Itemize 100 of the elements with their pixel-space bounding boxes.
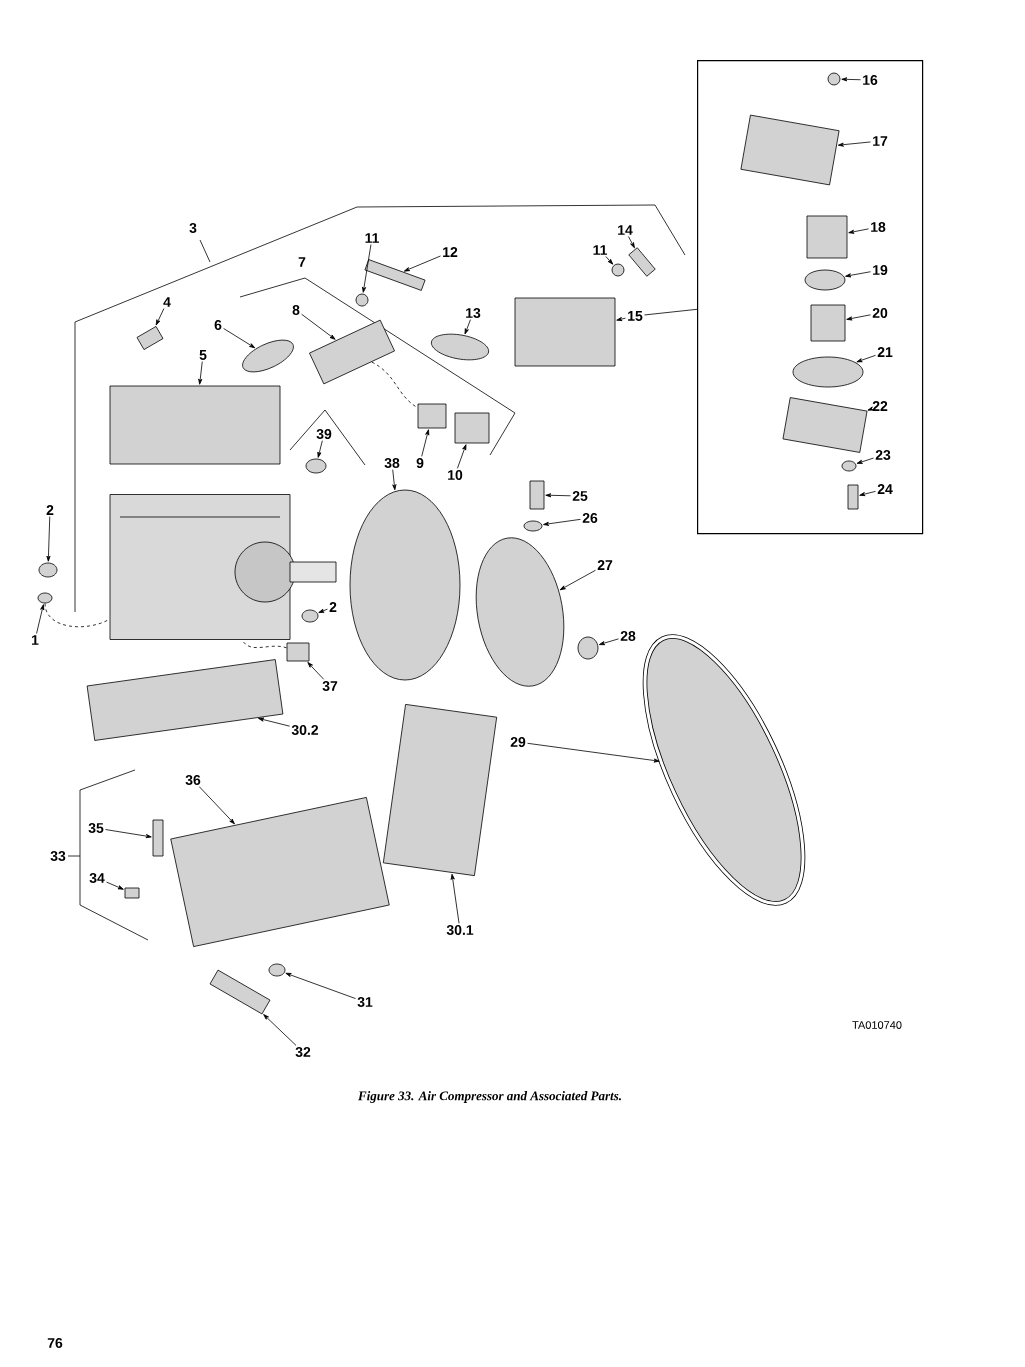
leader-arrow <box>362 244 372 293</box>
washer-drawing <box>268 963 286 977</box>
elbow-drawing <box>309 319 395 385</box>
compressor-drawing <box>109 494 337 640</box>
leader-arrow <box>837 141 871 147</box>
washer-drawing <box>523 520 543 532</box>
nut-drawing <box>454 412 490 444</box>
leader-arrow <box>46 516 51 562</box>
leader-arrow <box>628 236 635 249</box>
leader-arrow <box>450 873 460 924</box>
leader-arrow <box>155 308 165 326</box>
callout-number: 21 <box>877 347 893 357</box>
leader-arrow <box>845 271 871 278</box>
leader-arrow <box>36 604 45 634</box>
leader-arrow <box>605 256 614 265</box>
flange-drawing <box>475 537 565 687</box>
leader-arrow <box>285 972 356 999</box>
leader-arrow <box>856 354 876 363</box>
leader-arrow <box>307 662 325 680</box>
callout-number: 8 <box>292 305 300 315</box>
callout-number: 16 <box>863 75 878 85</box>
callout-number: 25 <box>572 491 588 501</box>
nut-drawing <box>301 609 319 623</box>
callout-number: 17 <box>873 136 888 146</box>
leader-arrow <box>457 444 467 469</box>
callout-number: 30.2 <box>291 725 319 735</box>
gasket-drawing <box>382 704 498 877</box>
leader-arrow <box>616 317 626 321</box>
gasket-drawing <box>792 356 864 388</box>
leader-arrow <box>317 440 323 458</box>
washer-drawing <box>841 460 857 472</box>
spring-drawing <box>810 304 846 342</box>
leader-arrow <box>223 328 256 349</box>
callout-number: 18 <box>871 222 886 232</box>
bolt-drawing <box>847 484 859 510</box>
leader-arrow <box>301 313 336 340</box>
callout-number: 37 <box>322 681 338 691</box>
drawing-number: TA010740 <box>852 1021 902 1029</box>
callout-number: 35 <box>88 823 104 833</box>
callout-number: 30.1 <box>446 925 474 935</box>
gasket-drawing <box>242 339 294 373</box>
leader-arrow <box>559 569 596 591</box>
cylinder-head-drawing <box>109 385 281 465</box>
bolt-drawing <box>628 247 656 277</box>
callout-number: 29 <box>510 737 526 747</box>
flange-drawing <box>782 397 868 453</box>
bolt-drawing <box>529 480 545 510</box>
nut-drawing <box>38 562 58 578</box>
mounting-base-drawing <box>170 797 390 947</box>
page-number: 76 <box>47 1338 63 1348</box>
leader-arrow <box>856 457 874 464</box>
leader-arrow <box>403 255 441 272</box>
callout-number: 13 <box>466 308 481 318</box>
callout-number: 31 <box>357 997 373 1007</box>
callout-number: 4 <box>163 297 171 307</box>
callout-number: 14 <box>618 225 633 235</box>
callout-number: 32 <box>295 1047 311 1057</box>
bolt-drawing <box>209 969 271 1015</box>
callout-number: 23 <box>875 450 891 460</box>
callout-number: 28 <box>620 631 636 641</box>
callout-number: 3 <box>189 223 197 233</box>
housing-drawing <box>514 297 616 367</box>
leader-arrow <box>106 881 124 890</box>
callout-number: 7 <box>298 257 306 267</box>
leader-arrow <box>848 228 869 234</box>
leader-arrow <box>859 491 876 497</box>
parts-box <box>697 60 924 535</box>
callout-number: 15 <box>628 311 643 321</box>
bolt-drawing <box>364 259 426 291</box>
bushing-drawing <box>417 403 447 429</box>
leader-arrow <box>392 469 397 491</box>
washer-drawing <box>37 592 53 604</box>
dashed-line <box>241 639 287 649</box>
leader-arrow <box>527 742 660 763</box>
callout-number: 1 <box>32 635 39 645</box>
leader-arrow <box>198 361 203 385</box>
gasket-drawing <box>431 333 489 361</box>
caption: Figure 33. Air Compressor and Associated Parts. <box>358 1091 621 1103</box>
housing-drawing <box>740 114 840 186</box>
callout-number: 19 <box>873 265 888 275</box>
callout-number: 2 <box>329 602 337 612</box>
callout-number: 12 <box>443 247 458 257</box>
key-drawing <box>305 458 327 474</box>
callout-number: 10 <box>448 470 463 480</box>
leader-arrow <box>421 429 430 457</box>
plug-drawing <box>827 72 841 86</box>
leader-arrow <box>841 77 861 82</box>
callout-number: 2 <box>46 505 54 515</box>
leader-arrow <box>105 829 152 839</box>
callout-number: 11 <box>365 233 379 243</box>
leader-arrow <box>846 314 871 321</box>
callout-number: 27 <box>597 560 613 570</box>
leader-arrow <box>318 608 328 613</box>
clip-drawing <box>286 642 310 662</box>
belt-drawing <box>642 634 806 906</box>
callout-number: 20 <box>872 308 888 318</box>
fitting-drawing <box>136 326 164 350</box>
callout-number: 22 <box>872 401 888 411</box>
callout-number: 11 <box>593 245 607 255</box>
bushing-drawing <box>806 215 848 259</box>
